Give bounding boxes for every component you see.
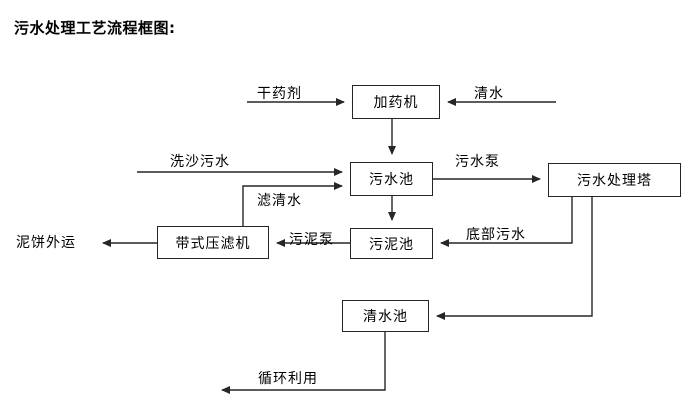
edge-label-dry-agent: 干药剂 (257, 86, 302, 102)
edge-label-sewage-pump: 污水泵 (455, 154, 500, 170)
node-belt-filter-press[interactable]: 带式压滤机 (157, 226, 269, 259)
edge-label-sand-wash-sewage: 洗沙污水 (170, 154, 230, 170)
node-wastewater-treatment-tower[interactable]: 污水处理塔 (548, 163, 681, 197)
edge-tower-to-clearpool (436, 197, 593, 320)
edge-label-sludge-pump: 污泥泵 (289, 232, 334, 248)
node-sludge-pool-label: 污泥池 (369, 236, 414, 253)
edge-label-bottom-sewage: 底部污水 (466, 227, 526, 243)
node-wastewater-pool-label: 污水池 (369, 172, 414, 188)
edge-label-clean-water-in: 清水 (474, 86, 504, 102)
edge-label-mudcake-out: 泥饼外运 (16, 235, 76, 251)
page-title: 污水处理工艺流程框图: (14, 19, 176, 37)
node-wastewater-pool[interactable]: 污水池 (350, 162, 433, 196)
node-clear-water-pool[interactable]: 清水池 (342, 300, 429, 332)
node-dosing-machine-label: 加药机 (373, 95, 419, 111)
edge-label-filtrate: 滤清水 (257, 193, 302, 209)
node-wastewater-treatment-tower-label: 污水处理塔 (577, 173, 652, 189)
node-belt-filter-press-label: 带式压滤机 (175, 235, 251, 252)
node-clear-water-pool-label: 清水池 (363, 309, 408, 325)
node-dosing-machine[interactable]: 加药机 (352, 85, 440, 119)
edge-label-recycle: 循环利用 (258, 371, 318, 387)
node-sludge-pool[interactable]: 污泥池 (350, 228, 433, 259)
